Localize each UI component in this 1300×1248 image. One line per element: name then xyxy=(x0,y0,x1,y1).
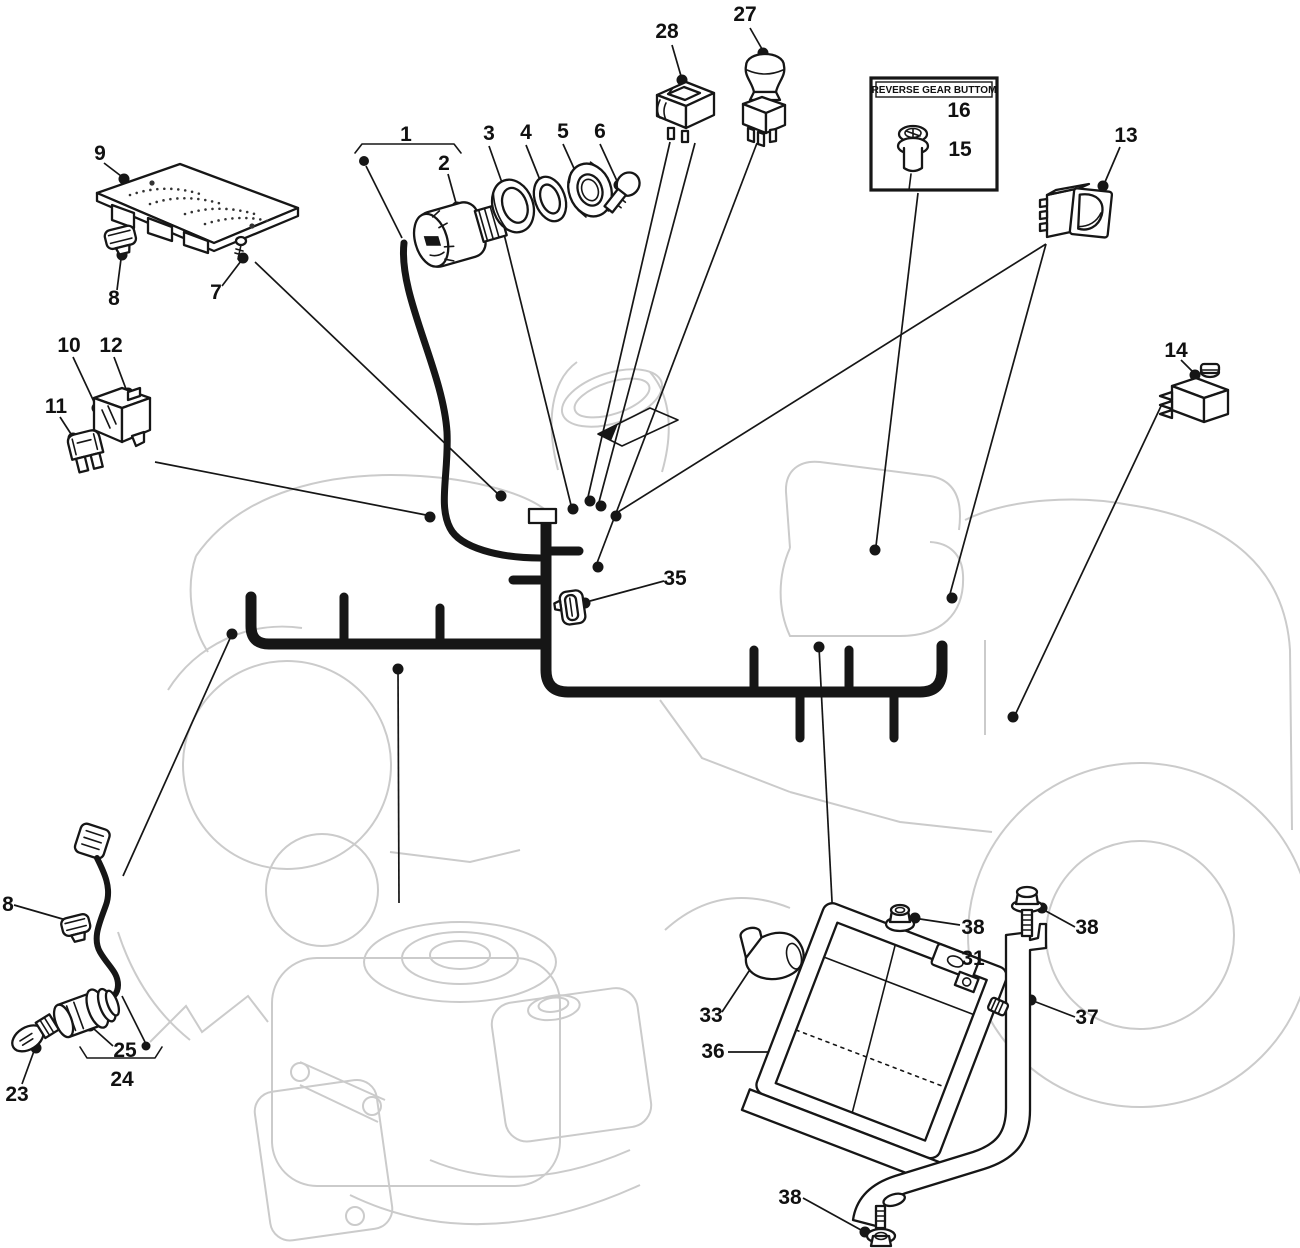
wiring-harness xyxy=(245,239,948,743)
callout-12: 12 xyxy=(99,334,122,357)
callout-7: 7 xyxy=(210,281,222,304)
engine-outline xyxy=(253,833,653,1242)
callout-24: 24 xyxy=(110,1068,134,1091)
callout-28: 28 xyxy=(655,20,679,43)
callout-10: 10 xyxy=(57,334,80,357)
bracket-thumb-screw xyxy=(986,996,1010,1017)
callout-25: 25 xyxy=(113,1039,137,1062)
part-28-rocker-switch xyxy=(655,80,716,144)
callout-15: 15 xyxy=(948,138,972,161)
callout-38: 38 xyxy=(778,1186,802,1209)
part-2-key-switch xyxy=(412,201,508,268)
callout-36: 36 xyxy=(701,1040,724,1063)
part-9-circuit-board xyxy=(95,162,300,255)
part-25-bulb-socket xyxy=(52,987,121,1039)
part-4-washer xyxy=(532,175,568,223)
callout-8: 8 xyxy=(108,287,120,310)
part-7-screw xyxy=(234,235,248,260)
callout-9: 9 xyxy=(94,142,106,165)
reverse-gear-box: REVERSE GEAR BUTTOM xyxy=(869,76,999,192)
part-6-key xyxy=(603,171,641,214)
part-24-wire-assembly xyxy=(73,822,122,1006)
bracket-24 xyxy=(79,1046,163,1059)
callout-5: 5 xyxy=(557,120,569,143)
part-5-nut xyxy=(567,161,613,218)
callout-38: 38 xyxy=(1075,916,1099,939)
part-11-fuse xyxy=(66,429,105,474)
callout-13: 13 xyxy=(1114,124,1137,147)
callout-27: 27 xyxy=(733,3,756,26)
callout-38: 38 xyxy=(961,916,985,939)
reverse-gear-box-title: REVERSE GEAR BUTTOM xyxy=(872,85,997,96)
part-15-16-bulb-socket xyxy=(896,124,930,191)
tractor-outline xyxy=(117,361,1300,1108)
callout-16: 16 xyxy=(947,99,970,122)
part-38-nut-1 xyxy=(884,903,916,933)
callout-4: 4 xyxy=(520,121,532,144)
part-14-micro-switch xyxy=(1158,362,1230,424)
callout-37: 37 xyxy=(1075,1006,1098,1029)
part-3-bushing xyxy=(490,178,536,234)
callout-1: 1 xyxy=(400,123,412,146)
part-33-terminal-boot xyxy=(739,926,805,981)
callout-3: 3 xyxy=(483,122,495,145)
part-36-battery xyxy=(740,902,1008,1185)
key-switch-cable xyxy=(399,239,544,562)
callout-11: 11 xyxy=(45,395,68,418)
part-27-pto-switch xyxy=(741,52,787,148)
part-23-bulb xyxy=(11,1013,61,1053)
part-35-clip xyxy=(553,589,587,626)
part-38-nut-3 xyxy=(865,1204,897,1248)
harness-connector xyxy=(527,507,558,525)
part-13-rocker-switch xyxy=(1038,182,1114,239)
callout-14: 14 xyxy=(1164,339,1188,362)
callout-23: 23 xyxy=(5,1083,28,1106)
callout-33: 33 xyxy=(699,1004,722,1027)
part-8-clip-bottom xyxy=(60,913,92,943)
callout-35: 35 xyxy=(663,567,687,590)
part-8-clip-top xyxy=(103,224,138,256)
bracket-1 xyxy=(354,143,462,154)
callout-31: 31 xyxy=(961,947,985,970)
callout-8: 8 xyxy=(2,893,14,916)
callout-6: 6 xyxy=(594,120,606,143)
part-10-12-relay xyxy=(92,386,152,448)
callout-2: 2 xyxy=(438,152,450,175)
part-38-bolt-2 xyxy=(1010,885,1044,938)
